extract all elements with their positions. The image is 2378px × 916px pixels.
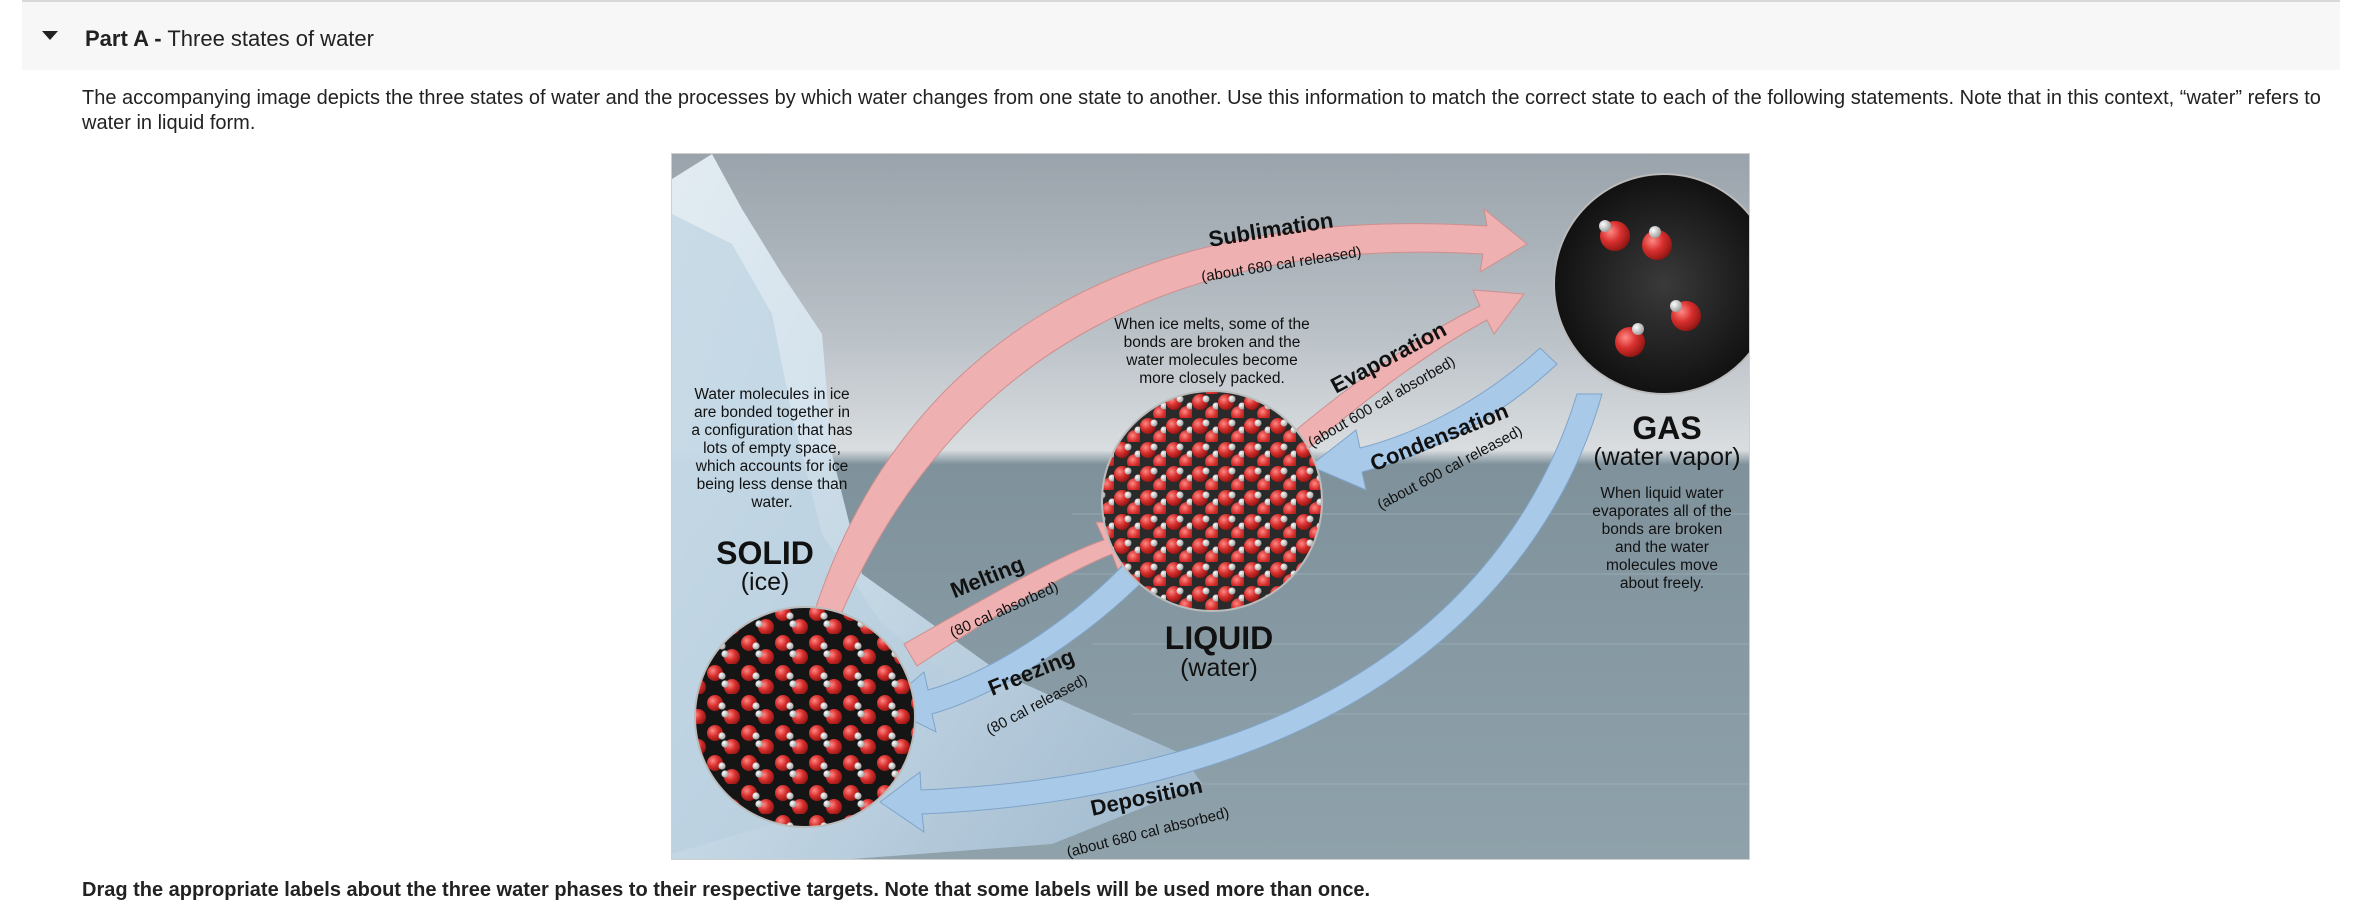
part-title-text: Three states of water bbox=[167, 26, 374, 51]
ice-note-line: Water molecules in ice bbox=[694, 386, 849, 403]
deposition-arrow bbox=[879, 393, 1603, 834]
melt-note-line: bonds are broken and the bbox=[1124, 334, 1301, 351]
drag-instruction: Drag the appropriate labels about the th… bbox=[82, 879, 1371, 901]
melt-note-line: more closely packed. bbox=[1139, 370, 1285, 387]
ice-note: Water molecules in ice are bonded togeth… bbox=[691, 386, 852, 511]
liquid-label: LIQUID bbox=[1165, 620, 1273, 656]
gas-note-line: evaporates all of the bbox=[1592, 503, 1732, 520]
part-a-header[interactable]: Part A - Three states of water bbox=[22, 2, 2340, 70]
ice-note-line: a configuration that has bbox=[691, 422, 852, 439]
gas-note: When liquid water evaporates all of the … bbox=[1592, 485, 1732, 592]
gas-label: GAS bbox=[1632, 410, 1701, 446]
sublimation-arrow bbox=[811, 207, 1528, 625]
ice-note-line: which accounts for ice bbox=[695, 458, 849, 475]
liquid-molecules-circle bbox=[1101, 390, 1323, 612]
gas-note-line: about freely. bbox=[1620, 575, 1704, 592]
gas-sublabel: (water vapor) bbox=[1593, 443, 1740, 471]
solid-molecules-circle bbox=[694, 606, 916, 828]
ice-note-line: being less dense than bbox=[697, 476, 848, 493]
melt-note-line: water molecules become bbox=[1125, 352, 1297, 369]
gas-note-line: When liquid water bbox=[1600, 485, 1723, 502]
intro-text: The accompanying image depicts the three… bbox=[82, 87, 2321, 134]
ice-note-line: water. bbox=[750, 494, 792, 511]
collapse-caret-icon[interactable] bbox=[42, 31, 58, 40]
gas-note-line: and the water bbox=[1615, 539, 1709, 556]
gas-note-line: bonds are broken bbox=[1602, 521, 1723, 538]
melt-note-line: When ice melts, some of the bbox=[1114, 316, 1310, 333]
melt-note: When ice melts, some of the bonds are br… bbox=[1114, 316, 1310, 387]
states-of-water-figure: SOLID (ice) LIQUID (water) GAS (water va… bbox=[671, 153, 1750, 860]
solid-label: SOLID bbox=[716, 535, 814, 571]
evaporation-arrow bbox=[1283, 289, 1525, 455]
ice-note-line: lots of empty space, bbox=[703, 440, 841, 457]
part-prefix: Part A - bbox=[85, 26, 162, 51]
liquid-sublabel: (water) bbox=[1180, 654, 1258, 682]
gas-note-line: molecules move bbox=[1606, 557, 1718, 574]
part-title: Part A - Three states of water bbox=[85, 26, 374, 52]
top-divider bbox=[22, 0, 2340, 2]
ice-note-line: are bonded together in bbox=[694, 404, 850, 421]
solid-sublabel: (ice) bbox=[741, 568, 790, 596]
gas-molecules bbox=[1599, 220, 1701, 357]
